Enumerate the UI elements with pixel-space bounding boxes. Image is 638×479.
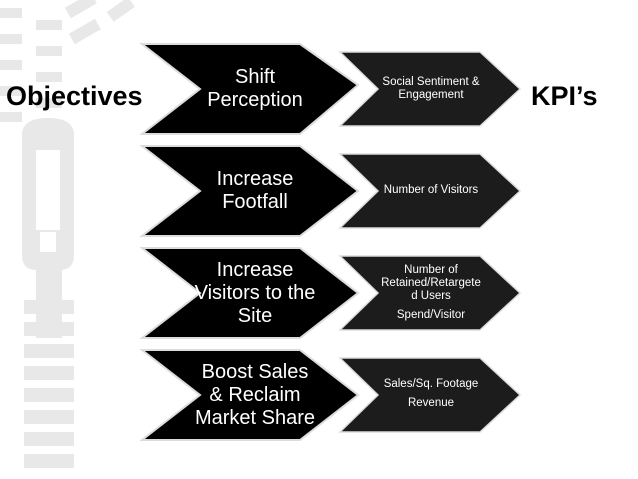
kpi-chevron-2 xyxy=(338,153,522,229)
objective-chevron-3 xyxy=(139,247,360,339)
kpi-2: Number of Visitors xyxy=(383,184,479,196)
objective-4: Boost Sales & Reclaim Market Share xyxy=(194,361,316,429)
objectives-label: Objectives xyxy=(6,81,143,111)
objective-1: Shift Perception xyxy=(207,66,303,111)
kpi-3: Number of Retained/Retargete d Users Spe… xyxy=(381,264,481,321)
objective-2: Increase Footfall xyxy=(216,168,294,213)
objective-chevron-1 xyxy=(139,43,360,135)
objective-chevron-4 xyxy=(139,349,360,441)
objective-chevron-2 xyxy=(139,145,360,237)
kpi-chevron-3 xyxy=(338,255,522,331)
kpi-chevron-1 xyxy=(338,51,522,127)
kpis-label: KPI’s xyxy=(531,81,598,111)
kpi-chevron-4 xyxy=(338,357,522,433)
kpi-1: Social Sentiment & Engagement xyxy=(382,76,480,101)
objective-3: Increase Visitors to the Site xyxy=(194,259,316,327)
zipper-graphic xyxy=(0,0,135,468)
kpi-4: Sales/Sq. Footage Revenue xyxy=(383,378,479,409)
